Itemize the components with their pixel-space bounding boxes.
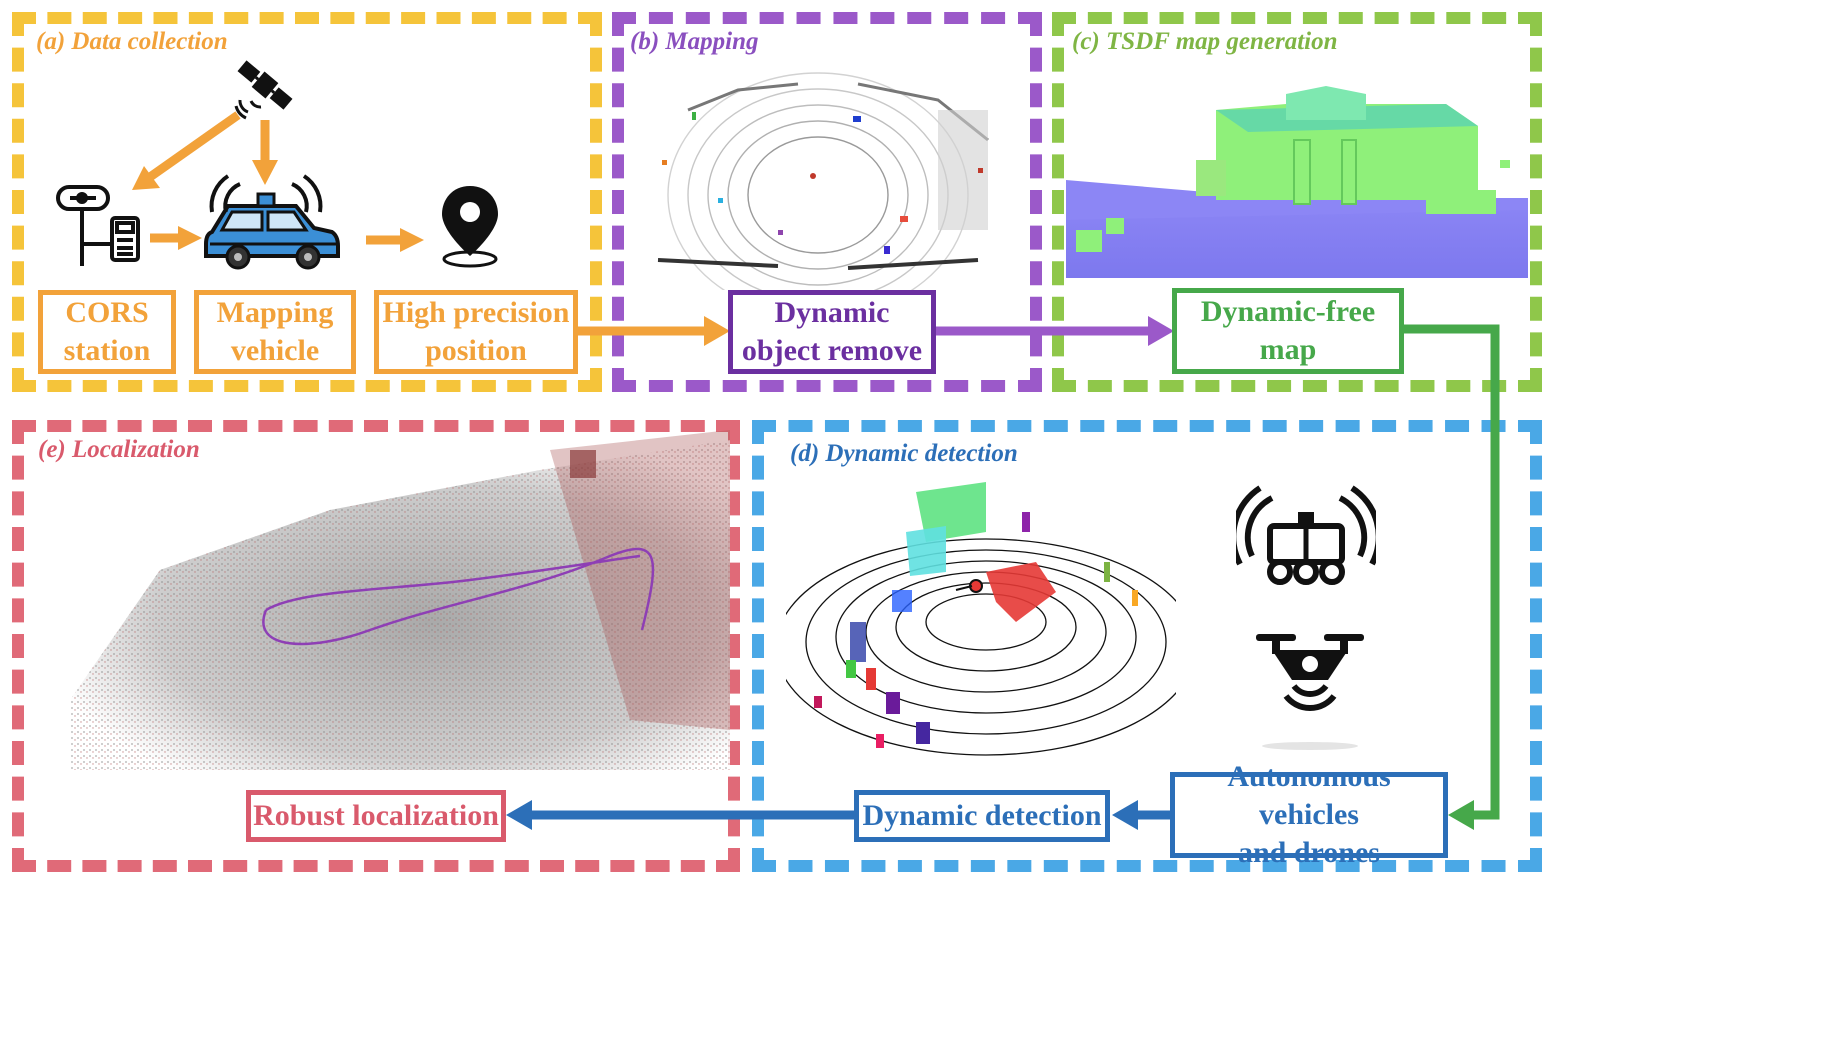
panel-mapping [612, 12, 1042, 392]
panel-data-collection [12, 12, 602, 392]
robust-localization-box: Robust localization [246, 790, 506, 842]
tsdf-map-image [1066, 86, 1528, 278]
panel-title-a: (a) Data collection [36, 28, 228, 55]
dynamic-detection-label: Dynamic detection [862, 799, 1102, 832]
dynamic-free-map-label: Dynamic-free map [1200, 295, 1376, 366]
panel-localization [12, 420, 740, 872]
dynamic-free-map-box: Dynamic-free map [1172, 288, 1404, 374]
panel-tsdf [1052, 12, 1542, 392]
panel-title-e: (e) Localization [38, 436, 200, 463]
cors-station-icon [56, 185, 140, 266]
autonomous-label: Autonomous vehicles and drones [1227, 760, 1391, 869]
localization-point-cloud [70, 430, 730, 770]
satellite-icon [237, 60, 293, 110]
robust-localization-label: Robust localization [253, 799, 499, 832]
drone-icon [1256, 634, 1364, 711]
location-pin-icon [442, 186, 498, 268]
panel-title-c: (c) TSDF map generation [1072, 28, 1338, 55]
cors-station-label: CORS station [63, 296, 151, 367]
dynamic-object-remove-label: Dynamic object remove [741, 296, 923, 367]
dynamic-detection-box: Dynamic detection [854, 790, 1110, 842]
autonomous-box: Autonomous vehicles and drones [1170, 760, 1448, 869]
mapping-vehicle-label: Mapping vehicle [216, 296, 334, 367]
lidar-map-image [648, 70, 1018, 290]
high-precision-box: High precision position [374, 290, 578, 374]
detection-point-cloud [786, 472, 1176, 762]
mapping-vehicle-box: Mapping vehicle [194, 290, 356, 374]
dynamic-object-remove-box: Dynamic object remove [728, 290, 936, 374]
cors-station-box: CORS station [38, 290, 176, 374]
mapping-car-icon [204, 174, 340, 270]
panel-title-b: (b) Mapping [630, 28, 759, 55]
panel-title-d: (d) Dynamic detection [790, 440, 1018, 467]
shadow [1262, 742, 1358, 750]
panel-dynamic-detection [752, 420, 1542, 872]
robot-vehicle-icon [1236, 485, 1376, 585]
high-precision-label: High precision position [382, 296, 570, 367]
